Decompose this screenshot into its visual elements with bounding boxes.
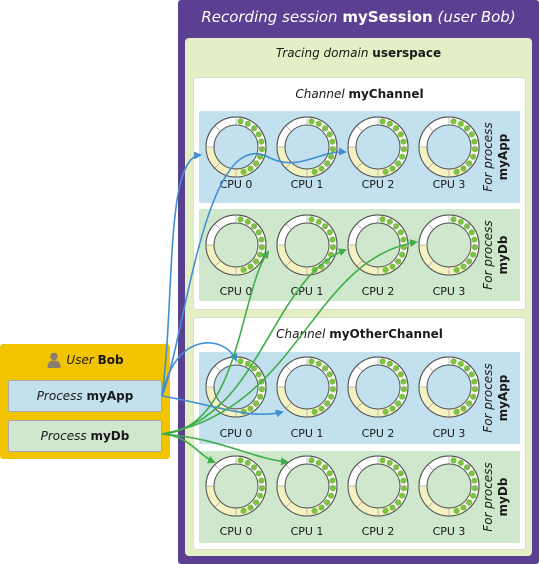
cpu-label: CPU 3 <box>432 178 466 191</box>
cpu-label: CPU 1 <box>290 427 324 440</box>
session-title: Recording session mySession (user Bob) <box>178 2 539 32</box>
process-box-prefix: Process <box>40 429 91 443</box>
cpu-label: CPU 3 <box>432 427 466 440</box>
cpu-label: CPU 0 <box>219 525 253 538</box>
channel-title-prefix: Channel <box>276 327 330 341</box>
domain-title: Tracing domain userspace <box>185 42 532 64</box>
process-box-prefix: Process <box>36 389 87 403</box>
session-title-prefix: Recording session <box>201 8 343 26</box>
cpu-label: CPU 2 <box>361 525 395 538</box>
domain-title-prefix: Tracing domain <box>275 46 373 60</box>
process-box-mydb[interactable]: Process myDb <box>8 420 162 452</box>
row-process-prefix: For process <box>481 462 495 532</box>
channel-name: myOtherChannel <box>329 327 443 341</box>
process-box-name: myApp <box>86 389 134 403</box>
row-process-prefix: For process <box>481 122 495 192</box>
row-process-name: myDb <box>496 235 510 275</box>
process-box-name: myDb <box>90 429 130 443</box>
row-process-name: myDb <box>496 477 510 517</box>
row-process-prefix: For process <box>481 220 495 290</box>
channel-title-prefix: Channel <box>295 87 349 101</box>
user-title-prefix: User <box>66 353 98 367</box>
cpu-label: CPU 3 <box>432 285 466 298</box>
cpu-label: CPU 2 <box>361 178 395 191</box>
channel-title: Channel myOtherChannel <box>193 324 526 344</box>
row-process-prefix: For process <box>481 363 495 433</box>
user-title: User Bob <box>0 350 170 370</box>
domain-name: userspace <box>372 46 442 60</box>
session-name: mySession <box>342 8 433 26</box>
cpu-label: CPU 1 <box>290 285 324 298</box>
row-process-name: myApp <box>496 374 510 422</box>
person-silhouette-icon <box>47 352 61 368</box>
cpu-label: CPU 3 <box>432 525 466 538</box>
channel-title: Channel myChannel <box>193 84 526 104</box>
cpu-label: CPU 2 <box>361 285 395 298</box>
cpu-label: CPU 1 <box>290 178 324 191</box>
cpu-label: CPU 1 <box>290 525 324 538</box>
cpu-label: CPU 0 <box>219 285 253 298</box>
process-box-myapp[interactable]: Process myApp <box>8 380 162 412</box>
session-title-suffix: (user Bob) <box>432 8 516 26</box>
cpu-label: CPU 0 <box>219 427 253 440</box>
cpu-label: CPU 0 <box>219 178 253 191</box>
channel-name: myChannel <box>348 87 424 101</box>
row-process-name: myApp <box>496 133 510 181</box>
cpu-label: CPU 2 <box>361 427 395 440</box>
user-name: Bob <box>97 353 124 367</box>
